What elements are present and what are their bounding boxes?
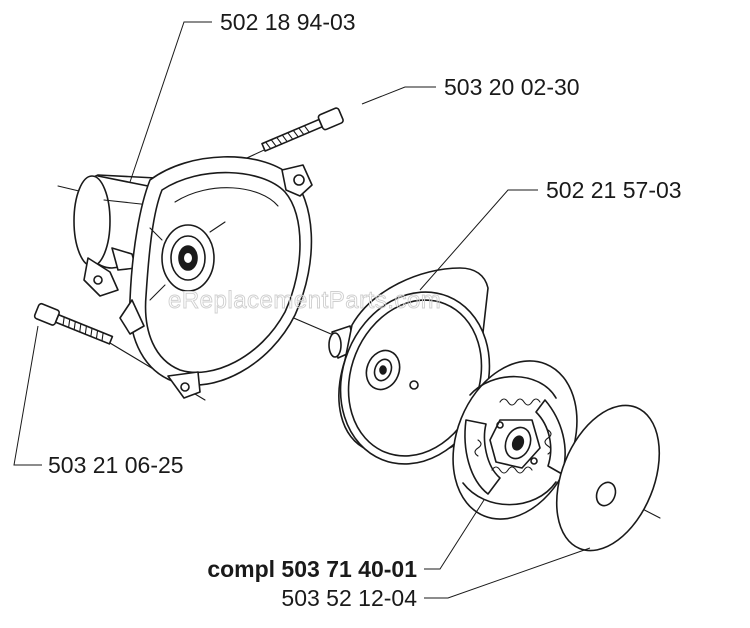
leader-clutch-drum — [419, 189, 538, 291]
leader-screw-top — [361, 86, 436, 105]
label-washer: 503 52 12-04 — [281, 585, 417, 611]
leader-clutch-assembly — [424, 499, 485, 570]
label-housing: 502 18 94-03 — [220, 9, 356, 35]
watermark-text: eReplacementParts.com — [168, 287, 441, 314]
gear-housing — [73, 156, 313, 399]
leader-lines — [13, 21, 591, 599]
leader-screw-left — [13, 325, 42, 466]
leader-washer — [424, 547, 591, 599]
screw-left — [33, 302, 114, 345]
label-screw-left: 503 21 06-25 — [48, 452, 184, 478]
washer-disc — [555, 404, 661, 552]
label-clutch-drum: 502 21 57-03 — [546, 177, 682, 203]
leader-housing — [129, 21, 212, 183]
label-clutch-assembly: compl 503 71 40-01 — [207, 556, 417, 582]
label-screw-top: 503 20 02-30 — [444, 74, 580, 100]
clutch-drum — [328, 267, 491, 465]
screw-top — [261, 107, 344, 152]
clutch-assembly — [452, 360, 578, 520]
